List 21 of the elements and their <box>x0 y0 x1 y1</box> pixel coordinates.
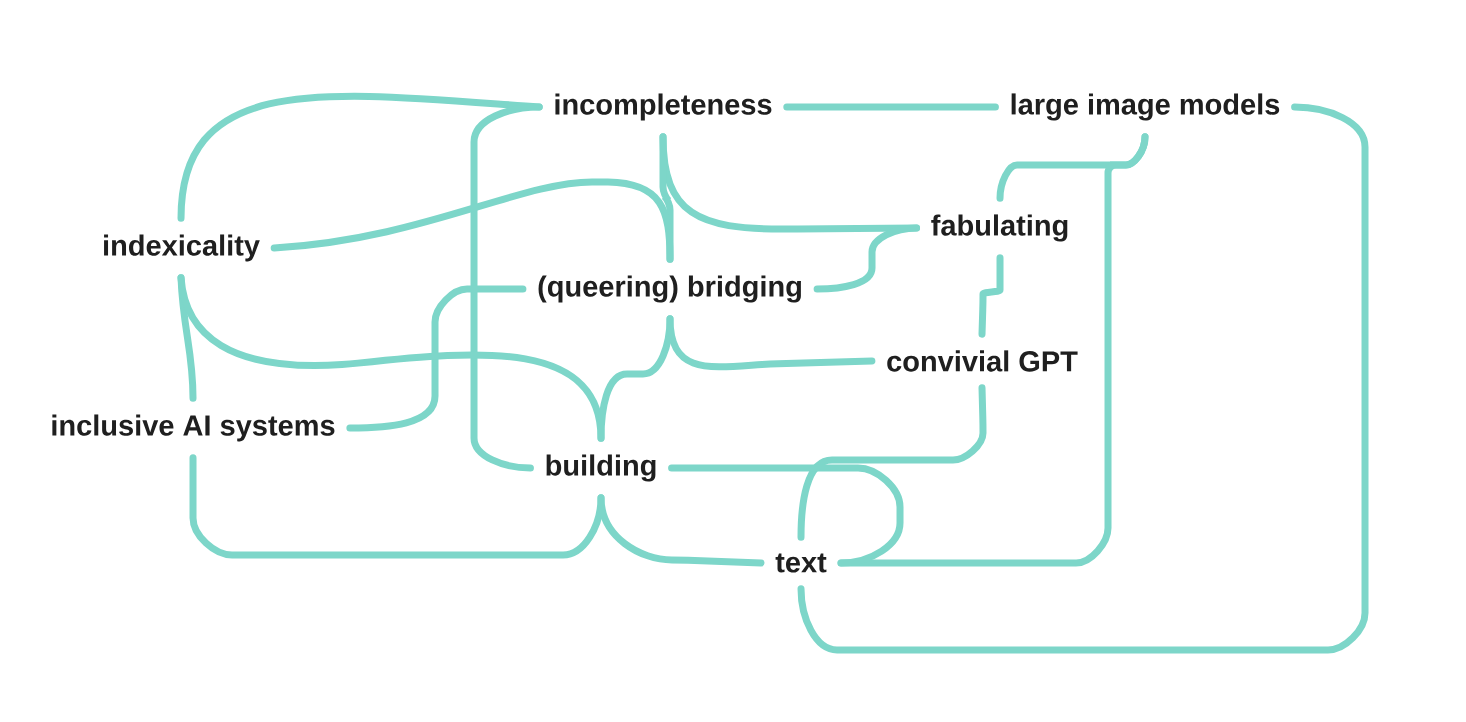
concept-label: text <box>775 553 827 573</box>
connector-line <box>270 178 674 263</box>
concept-label: (queering) bridging <box>538 275 801 303</box>
connector-line <box>797 103 1369 654</box>
connector-line <box>597 494 765 567</box>
connector-line <box>813 224 921 293</box>
connector-line <box>978 254 1004 338</box>
concept-label: building <box>546 454 656 482</box>
concept-label: incompleteness <box>555 93 772 121</box>
connector-line <box>668 464 904 567</box>
connector-line <box>797 384 987 541</box>
concept-label: inclusive AI systems <box>52 414 335 442</box>
concept-label: large image models <box>1011 93 1280 121</box>
concept-label: indexicality <box>104 234 260 262</box>
connector-line <box>177 92 543 222</box>
concept-label: fabulating <box>931 214 1068 242</box>
connector-line <box>666 315 876 371</box>
connector-line <box>470 103 543 472</box>
concept-label: convivial GPT <box>887 350 1078 372</box>
connector-line <box>346 285 527 432</box>
connector-line <box>783 103 999 111</box>
